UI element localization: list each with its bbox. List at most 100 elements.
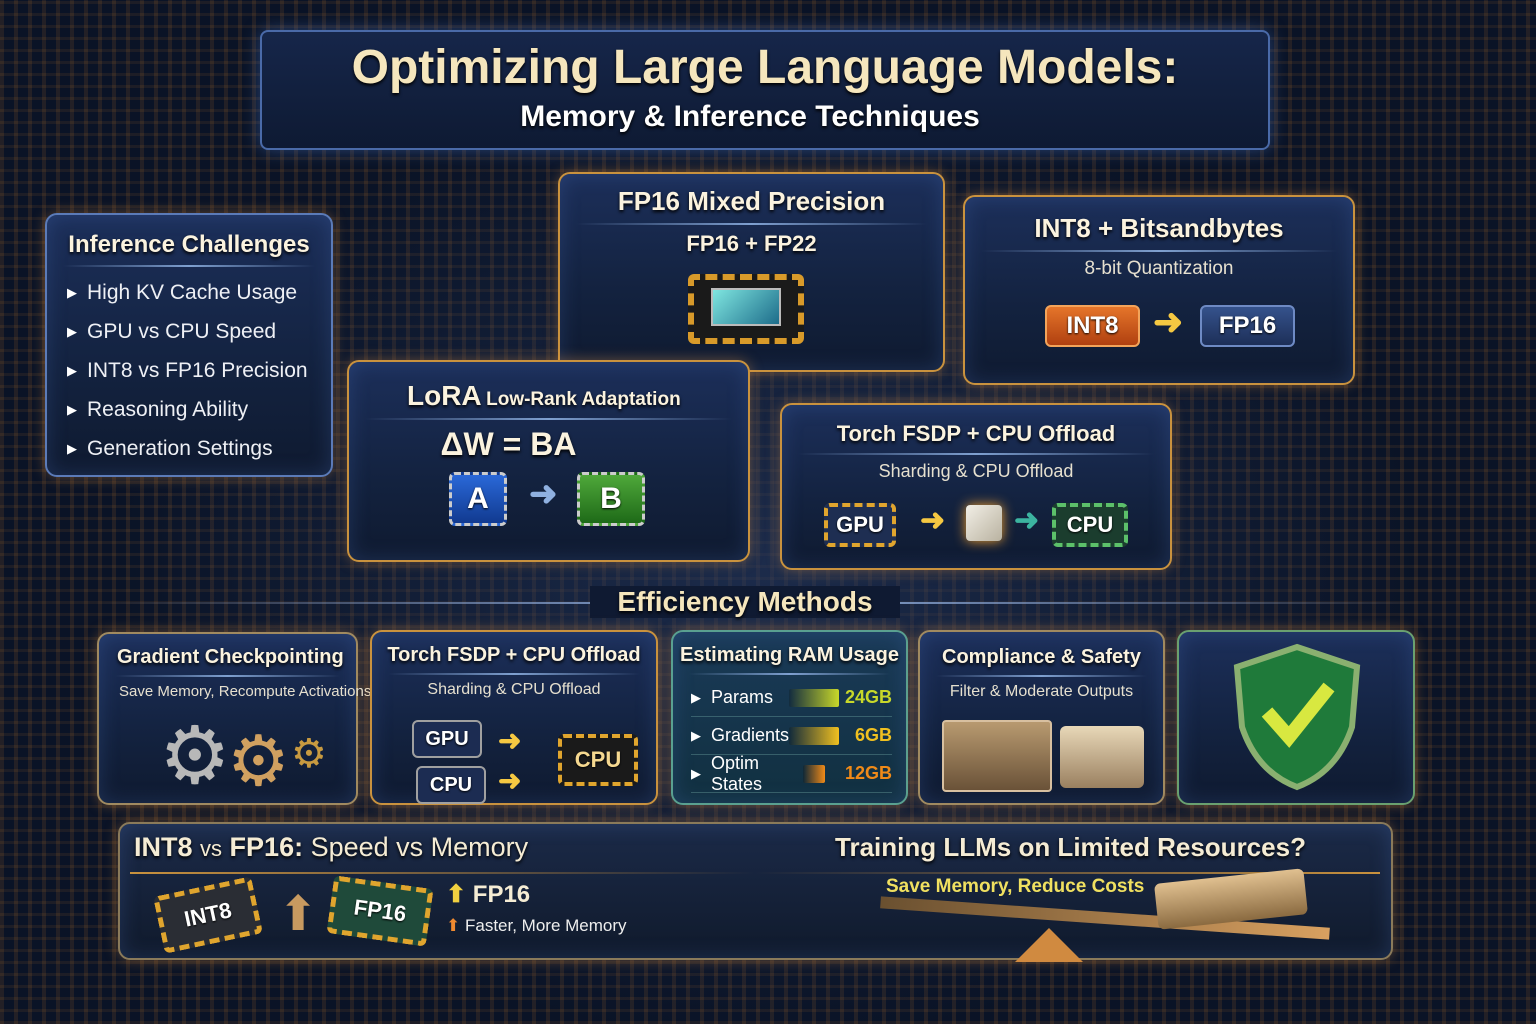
fsdp-panel: Torch FSDP + CPU Offload Sharding & CPU … — [780, 403, 1172, 570]
shield-check-icon — [1233, 643, 1361, 791]
challenge-item: ▶ Generation Settings — [67, 437, 331, 461]
challenge-label: Generation Settings — [87, 437, 273, 460]
gradient-checkpointing-card: Gradient Checkpointing Save Memory, Reco… — [97, 632, 372, 805]
title-part: INT8 — [134, 832, 193, 862]
int8-panel: INT8 + Bitsandbytes 8-bit Quantization I… — [963, 195, 1355, 385]
card-subtitle: Filter & Moderate Outputs — [949, 683, 1134, 700]
matrix-b: B — [577, 472, 645, 526]
card-title: Torch FSDP + CPU Offload — [387, 644, 641, 666]
play-icon: ▶ — [67, 441, 77, 456]
play-icon: ▶ — [691, 727, 701, 743]
challenge-label: High KV Cache Usage — [87, 281, 298, 304]
panel-subtitle: 8-bit Quantization — [1084, 258, 1234, 279]
gear-icon: ⚙ — [159, 711, 231, 800]
cpu-chip: CPU — [416, 766, 486, 804]
panel-title: INT8 + Bitsandbytes — [1034, 213, 1284, 243]
panel-title: Inference Challenges — [68, 231, 310, 258]
cpu-chip: CPU — [1052, 503, 1128, 547]
arrow-up-icon: ⬆ — [446, 881, 467, 908]
play-icon: ▶ — [67, 363, 77, 378]
gpu-card-icon — [1154, 868, 1308, 930]
ram-label: Gradients — [711, 725, 790, 745]
ram-label: Optim States — [711, 752, 763, 794]
ram-usage-card: Estimating RAM Usage ▶ Params 24GB▶ Grad… — [671, 630, 908, 805]
fp16-chip: FP16 — [1200, 305, 1295, 347]
panel-title: LoRA — [407, 380, 482, 411]
banner-right-title: Training LLMs on Limited Resources? — [835, 832, 1306, 862]
fulcrum-icon — [1015, 928, 1083, 962]
challenge-label: GPU vs CPU Speed — [87, 320, 277, 343]
int8-chip: INT8 — [153, 876, 263, 954]
card-title: Compliance & Safety — [942, 646, 1141, 668]
ram-bar — [803, 764, 825, 783]
arrow-up-icon: ⬆ — [446, 916, 461, 935]
ram-bar — [789, 726, 839, 745]
challenge-item: ▶ GPU vs CPU Speed — [67, 320, 331, 344]
title-part: Speed vs Memory — [310, 832, 529, 862]
fp16-note: ⬆ Faster, More Memory — [446, 916, 627, 936]
panel-title-suffix: Low-Rank Adaptation — [486, 389, 681, 410]
int8-chip: INT8 — [1045, 305, 1140, 347]
play-icon: ▶ — [691, 765, 701, 781]
server-machine-icon — [942, 720, 1052, 792]
title-part: FP16: — [229, 832, 304, 862]
play-icon: ▶ — [67, 402, 77, 417]
ram-row: ▶ Optim States 12GB — [691, 752, 892, 794]
fsdp-card: Torch FSDP + CPU Offload Sharding & CPU … — [370, 630, 658, 805]
play-icon: ▶ — [691, 689, 701, 705]
banner-right-subtitle: Save Memory, Reduce Costs — [886, 876, 1145, 897]
ram-label: Params — [711, 687, 774, 707]
inference-challenges-panel: Inference Challenges ▶ High KV Cache Usag… — [45, 213, 333, 477]
gpu-chip: GPU — [824, 503, 896, 547]
server-machine-icon — [1060, 726, 1144, 788]
bottom-banner: INT8 vs FP16: Speed vs Memory INT8 ⬆ FP1… — [118, 822, 1393, 962]
card-subtitle: Save Memory, Recompute Activations — [119, 683, 372, 700]
arrow-right-icon: ➜ — [529, 475, 558, 513]
play-icon: ▶ — [67, 324, 77, 339]
panel-subtitle: Sharding & CPU Offload — [878, 461, 1074, 481]
challenge-item: ▶ INT8 vs FP16 Precision — [67, 359, 331, 383]
panel-title: FP16 Mixed Precision — [617, 186, 886, 216]
panel-subtitle: FP16 + FP22 — [686, 231, 817, 256]
banner-left-title: INT8 vs FP16: Speed vs Memory — [134, 832, 528, 863]
challenge-item: ▶ Reasoning Ability — [67, 398, 331, 422]
chip-icon — [688, 274, 804, 344]
challenge-label: INT8 vs FP16 Precision — [87, 359, 308, 382]
divider — [130, 872, 1380, 874]
panel-title: Torch FSDP + CPU Offload — [836, 421, 1116, 446]
challenge-item: ▶ High KV Cache Usage — [67, 281, 331, 305]
shield-card — [1177, 630, 1415, 805]
lora-panel: LoRA Low-Rank Adaptation ΔW = BA A ➜ B — [347, 360, 750, 562]
arrow-right-icon: ➜ — [1153, 301, 1184, 342]
card-subtitle: Sharding & CPU Offload — [427, 681, 601, 698]
ram-bar — [789, 688, 839, 707]
label: FP16 — [472, 881, 531, 908]
ram-value: 12GB — [844, 763, 892, 783]
fp16-up-label: ⬆ FP16 — [446, 880, 530, 909]
arrow-right-icon: ➜ — [920, 504, 946, 537]
compliance-card: Compliance & Safety Filter & Moderate Ou… — [918, 630, 1165, 805]
title-banner — [260, 30, 1270, 150]
cpu-chip: CPU — [558, 734, 638, 786]
play-icon: ▶ — [67, 285, 77, 300]
ram-value: 6GB — [854, 725, 892, 745]
fp16-panel: FP16 Mixed Precision FP16 + FP22 — [558, 172, 945, 372]
lora-formula: ΔW = BA — [440, 426, 577, 462]
card-title: Estimating RAM Usage — [680, 644, 899, 666]
arrow-up-icon: ⬆ — [278, 888, 319, 941]
gear-icon: ⚙ — [291, 732, 327, 776]
challenge-label: Reasoning Ability — [87, 398, 249, 421]
section-heading: Efficiency Methods — [590, 586, 900, 618]
fp16-chip: FP16 — [326, 875, 434, 947]
arrow-right-icon: ➜ — [498, 725, 522, 756]
ram-value: 24GB — [844, 687, 892, 707]
ram-row: ▶ Params 24GB — [691, 679, 892, 717]
ram-row: ▶ Gradients 6GB — [691, 717, 892, 755]
arrow-right-icon: ➜ — [1014, 504, 1040, 537]
gpu-chip: GPU — [412, 720, 482, 758]
matrix-a: A — [449, 472, 507, 526]
title-part: vs — [200, 836, 223, 861]
card-title: Gradient Checkpointing — [117, 646, 344, 668]
arrow-right-icon: ➜ — [498, 765, 522, 796]
cube-icon — [966, 505, 1002, 541]
